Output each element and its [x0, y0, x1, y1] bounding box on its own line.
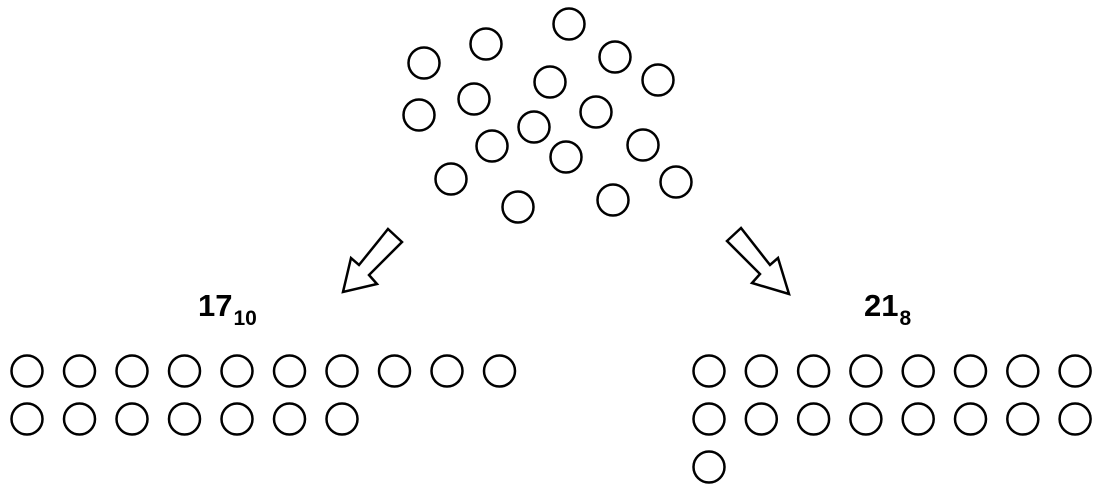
scattered-object	[434, 162, 468, 196]
grouped-object	[272, 354, 307, 388]
decimal-grouping	[10, 354, 517, 436]
scattered-object	[596, 183, 630, 217]
grouped-object	[377, 354, 412, 388]
grouped-object	[482, 354, 517, 388]
scattered-object	[598, 40, 632, 74]
grouped-object	[692, 402, 726, 436]
grouped-object	[220, 354, 254, 388]
grouped-object	[796, 402, 831, 436]
grouped-object	[849, 402, 883, 436]
decimal-number: 17	[198, 288, 233, 323]
scattered-object	[457, 82, 491, 116]
grouped-object	[1006, 354, 1040, 388]
grouped-object	[1058, 354, 1092, 388]
grouped-object	[692, 354, 726, 388]
scattered-object	[469, 27, 503, 61]
grouped-object	[953, 402, 988, 436]
grouped-object	[10, 354, 44, 388]
grouped-object	[901, 354, 935, 388]
octal-base-subscript: 8	[899, 307, 912, 330]
grouped-object	[115, 402, 149, 436]
grouped-object	[430, 354, 464, 388]
grouped-object	[10, 402, 44, 436]
grouped-object	[1006, 402, 1040, 436]
grouped-object	[744, 354, 779, 388]
grouped-object	[167, 354, 202, 388]
grouped-object	[325, 402, 359, 436]
octal-number: 21	[864, 288, 899, 323]
grouped-object	[272, 402, 307, 436]
scattered-object	[402, 98, 436, 132]
arrow-down-right	[725, 226, 791, 296]
scattered-object	[626, 128, 660, 162]
grouped-object	[849, 354, 883, 388]
grouped-object	[796, 354, 831, 388]
scattered-objects	[402, 7, 693, 224]
grouped-object	[62, 354, 97, 388]
grouped-object	[692, 450, 726, 484]
decimal-label: 1710	[198, 288, 257, 331]
scattered-object	[475, 129, 509, 163]
grouped-object	[1058, 402, 1092, 436]
grouped-object	[325, 354, 359, 388]
scattered-object	[579, 95, 613, 129]
arrow-down-left	[341, 227, 404, 294]
scattered-object	[407, 46, 441, 80]
scattered-object	[641, 63, 675, 97]
grouped-object	[115, 354, 149, 388]
grouped-object	[901, 402, 935, 436]
scattered-object	[533, 65, 567, 99]
grouped-object	[62, 402, 97, 436]
octal-label: 218	[864, 288, 911, 331]
scattered-object	[501, 190, 535, 224]
octal-grouping	[692, 354, 1092, 484]
scattered-object	[517, 110, 551, 144]
grouped-object	[744, 402, 779, 436]
scattered-object	[552, 7, 586, 41]
scattered-object	[549, 140, 583, 174]
scattered-object	[659, 165, 693, 199]
grouped-object	[953, 354, 988, 388]
grouped-object	[220, 402, 254, 436]
grouped-object	[167, 402, 202, 436]
decimal-base-subscript: 10	[233, 307, 257, 330]
